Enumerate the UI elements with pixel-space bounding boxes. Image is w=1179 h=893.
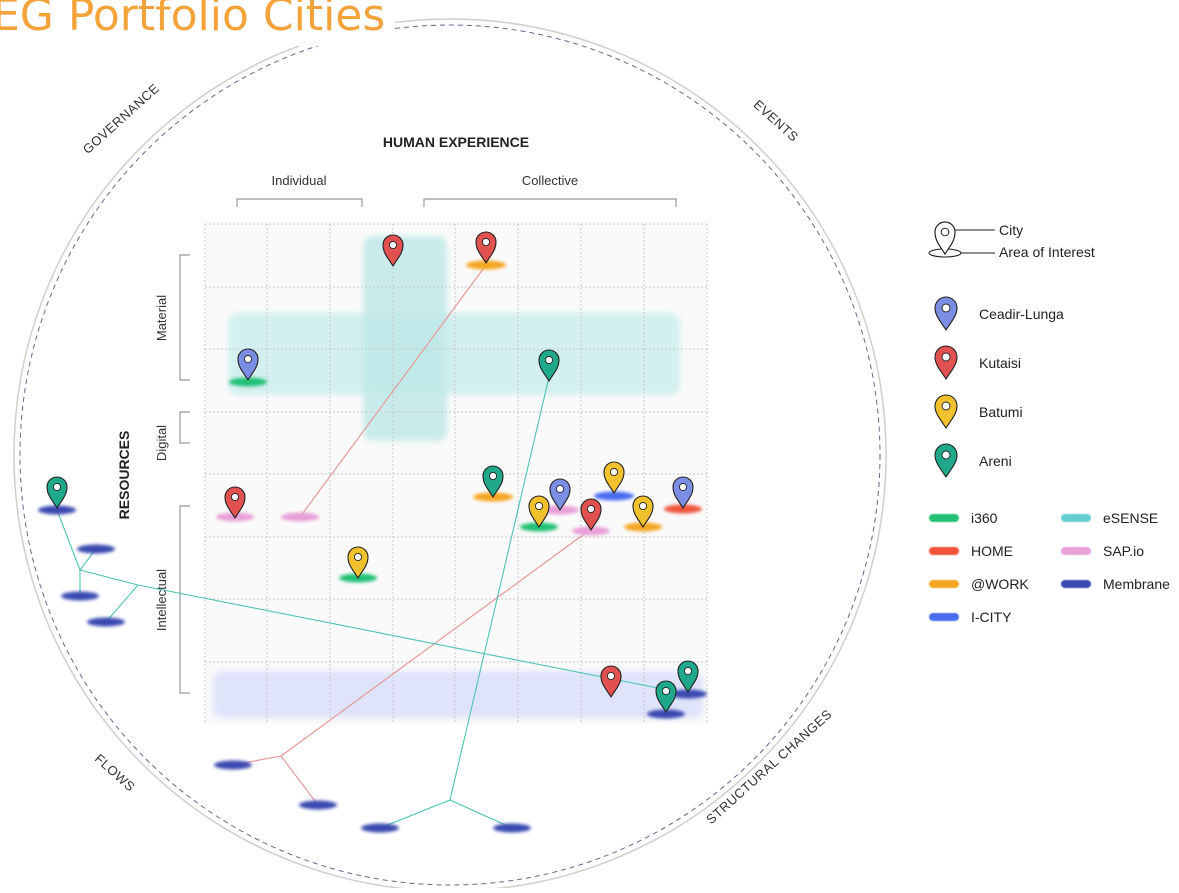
connector-teal-left: [56, 509, 689, 695]
legend-area-i360: i360: [929, 510, 997, 526]
swatch-icity: [929, 613, 959, 621]
intellectual-label: Intellectual: [154, 569, 169, 631]
ellipse-membrane: [493, 823, 531, 833]
connector-red-lower: [232, 528, 592, 806]
area-band-esense-vertical: [363, 236, 447, 441]
resources-title: RESOURCES: [116, 431, 132, 520]
legend-area-membrane: Membrane: [1061, 576, 1170, 592]
connector-red-upper: [299, 264, 487, 518]
legend-city-areni: Areni: [933, 443, 1012, 479]
page-title: EG Portfolio Cities: [0, 0, 396, 46]
legend-city-label: City: [999, 222, 1024, 238]
ellipse-membrane: [647, 709, 685, 719]
pin-icon: [934, 296, 958, 332]
legend-area-esense: eSENSE: [1061, 510, 1158, 526]
ellipse-membrane: [38, 505, 76, 515]
legend-area-work: @WORK: [929, 576, 1029, 592]
legend-symbol-icon: [928, 221, 995, 258]
area-band-icity: [213, 671, 703, 718]
section-events: EVENTS: [751, 97, 802, 145]
legend-area-name: I-CITY: [971, 609, 1012, 625]
inner-dashed-circle: [19, 24, 881, 886]
individual-label: Individual: [272, 173, 327, 188]
legend-city-name: Areni: [979, 453, 1012, 469]
legend-area-icity: I-CITY: [929, 609, 1011, 625]
intellectual-bracket: [179, 505, 190, 694]
top-brackets: [236, 198, 677, 207]
collective-bracket: [423, 198, 677, 207]
individual-bracket: [236, 198, 363, 207]
ellipse-membrane: [669, 689, 707, 699]
digital-label: Digital: [154, 425, 169, 461]
legend-city-ceadir-lunga: Ceadir-Lunga: [933, 296, 1064, 332]
area-band-esense-horizontal: [228, 313, 680, 395]
ellipse-work: [466, 260, 506, 270]
material-label: Material: [154, 295, 169, 341]
legend-area-name: HOME: [971, 543, 1013, 559]
digital-bracket: [179, 411, 190, 444]
material-bracket: [179, 254, 190, 381]
legend-area-sapio: SAP.io: [1061, 543, 1144, 559]
legend-area-name: i360: [971, 510, 998, 526]
collective-label: Collective: [522, 173, 578, 188]
section-structural-changes: STRUCTURAL CHANGES: [703, 706, 835, 827]
pin-icon: [934, 394, 958, 430]
legend-city-name: Kutaisi: [979, 355, 1022, 371]
legend-city-kutaisi: Kutaisi: [933, 345, 1021, 381]
grid-background: [205, 224, 707, 724]
connector-teal-vertical: [379, 376, 550, 829]
swatch-sapio: [1061, 547, 1091, 555]
ellipse-membrane: [61, 591, 99, 601]
left-brackets: [179, 254, 190, 694]
legend-city-name: Ceadir-Lunga: [979, 306, 1064, 322]
legend-area-name: eSENSE: [1103, 510, 1159, 526]
swatch-esense: [1061, 514, 1091, 522]
legend-city-batumi: Batumi: [933, 394, 1023, 430]
ellipse-membrane: [361, 823, 399, 833]
legend-area-name: SAP.io: [1103, 543, 1144, 559]
connector-lines: [56, 264, 689, 829]
legend-area-name: @WORK: [971, 576, 1029, 592]
section-governance: GOVERNANCE: [80, 80, 162, 156]
ellipse-home: [664, 504, 702, 514]
ellipse-membrane: [299, 800, 337, 810]
ellipse-icity: [594, 491, 634, 501]
swatch-work: [929, 580, 959, 588]
section-flows: FLOWS: [92, 751, 138, 795]
pin-icon: [934, 443, 958, 479]
swatch-i360: [929, 514, 959, 522]
legend-city-name: Batumi: [979, 404, 1023, 420]
pin-areni: [46, 476, 68, 509]
ellipse-i360: [229, 377, 267, 387]
legend: City Area of Interest Ceadir-Lunga Kutai…: [925, 214, 1179, 634]
ellipse-sapio: [281, 512, 319, 522]
ellipse-sapio: [572, 526, 610, 536]
human-experience-title: HUMAN EXPERIENCE: [383, 134, 529, 150]
swatch-home: [929, 547, 959, 555]
legend-area-name: Membrane: [1103, 576, 1170, 592]
ellipse-membrane: [87, 617, 125, 627]
legend-area-home: HOME: [929, 543, 1013, 559]
ellipse-membrane: [77, 544, 115, 554]
ellipse-membrane: [214, 760, 252, 770]
grid: [204, 223, 708, 724]
legend-area-label: Area of Interest: [999, 244, 1095, 260]
swatch-membrane: [1061, 580, 1091, 588]
pin-icon: [934, 345, 958, 381]
